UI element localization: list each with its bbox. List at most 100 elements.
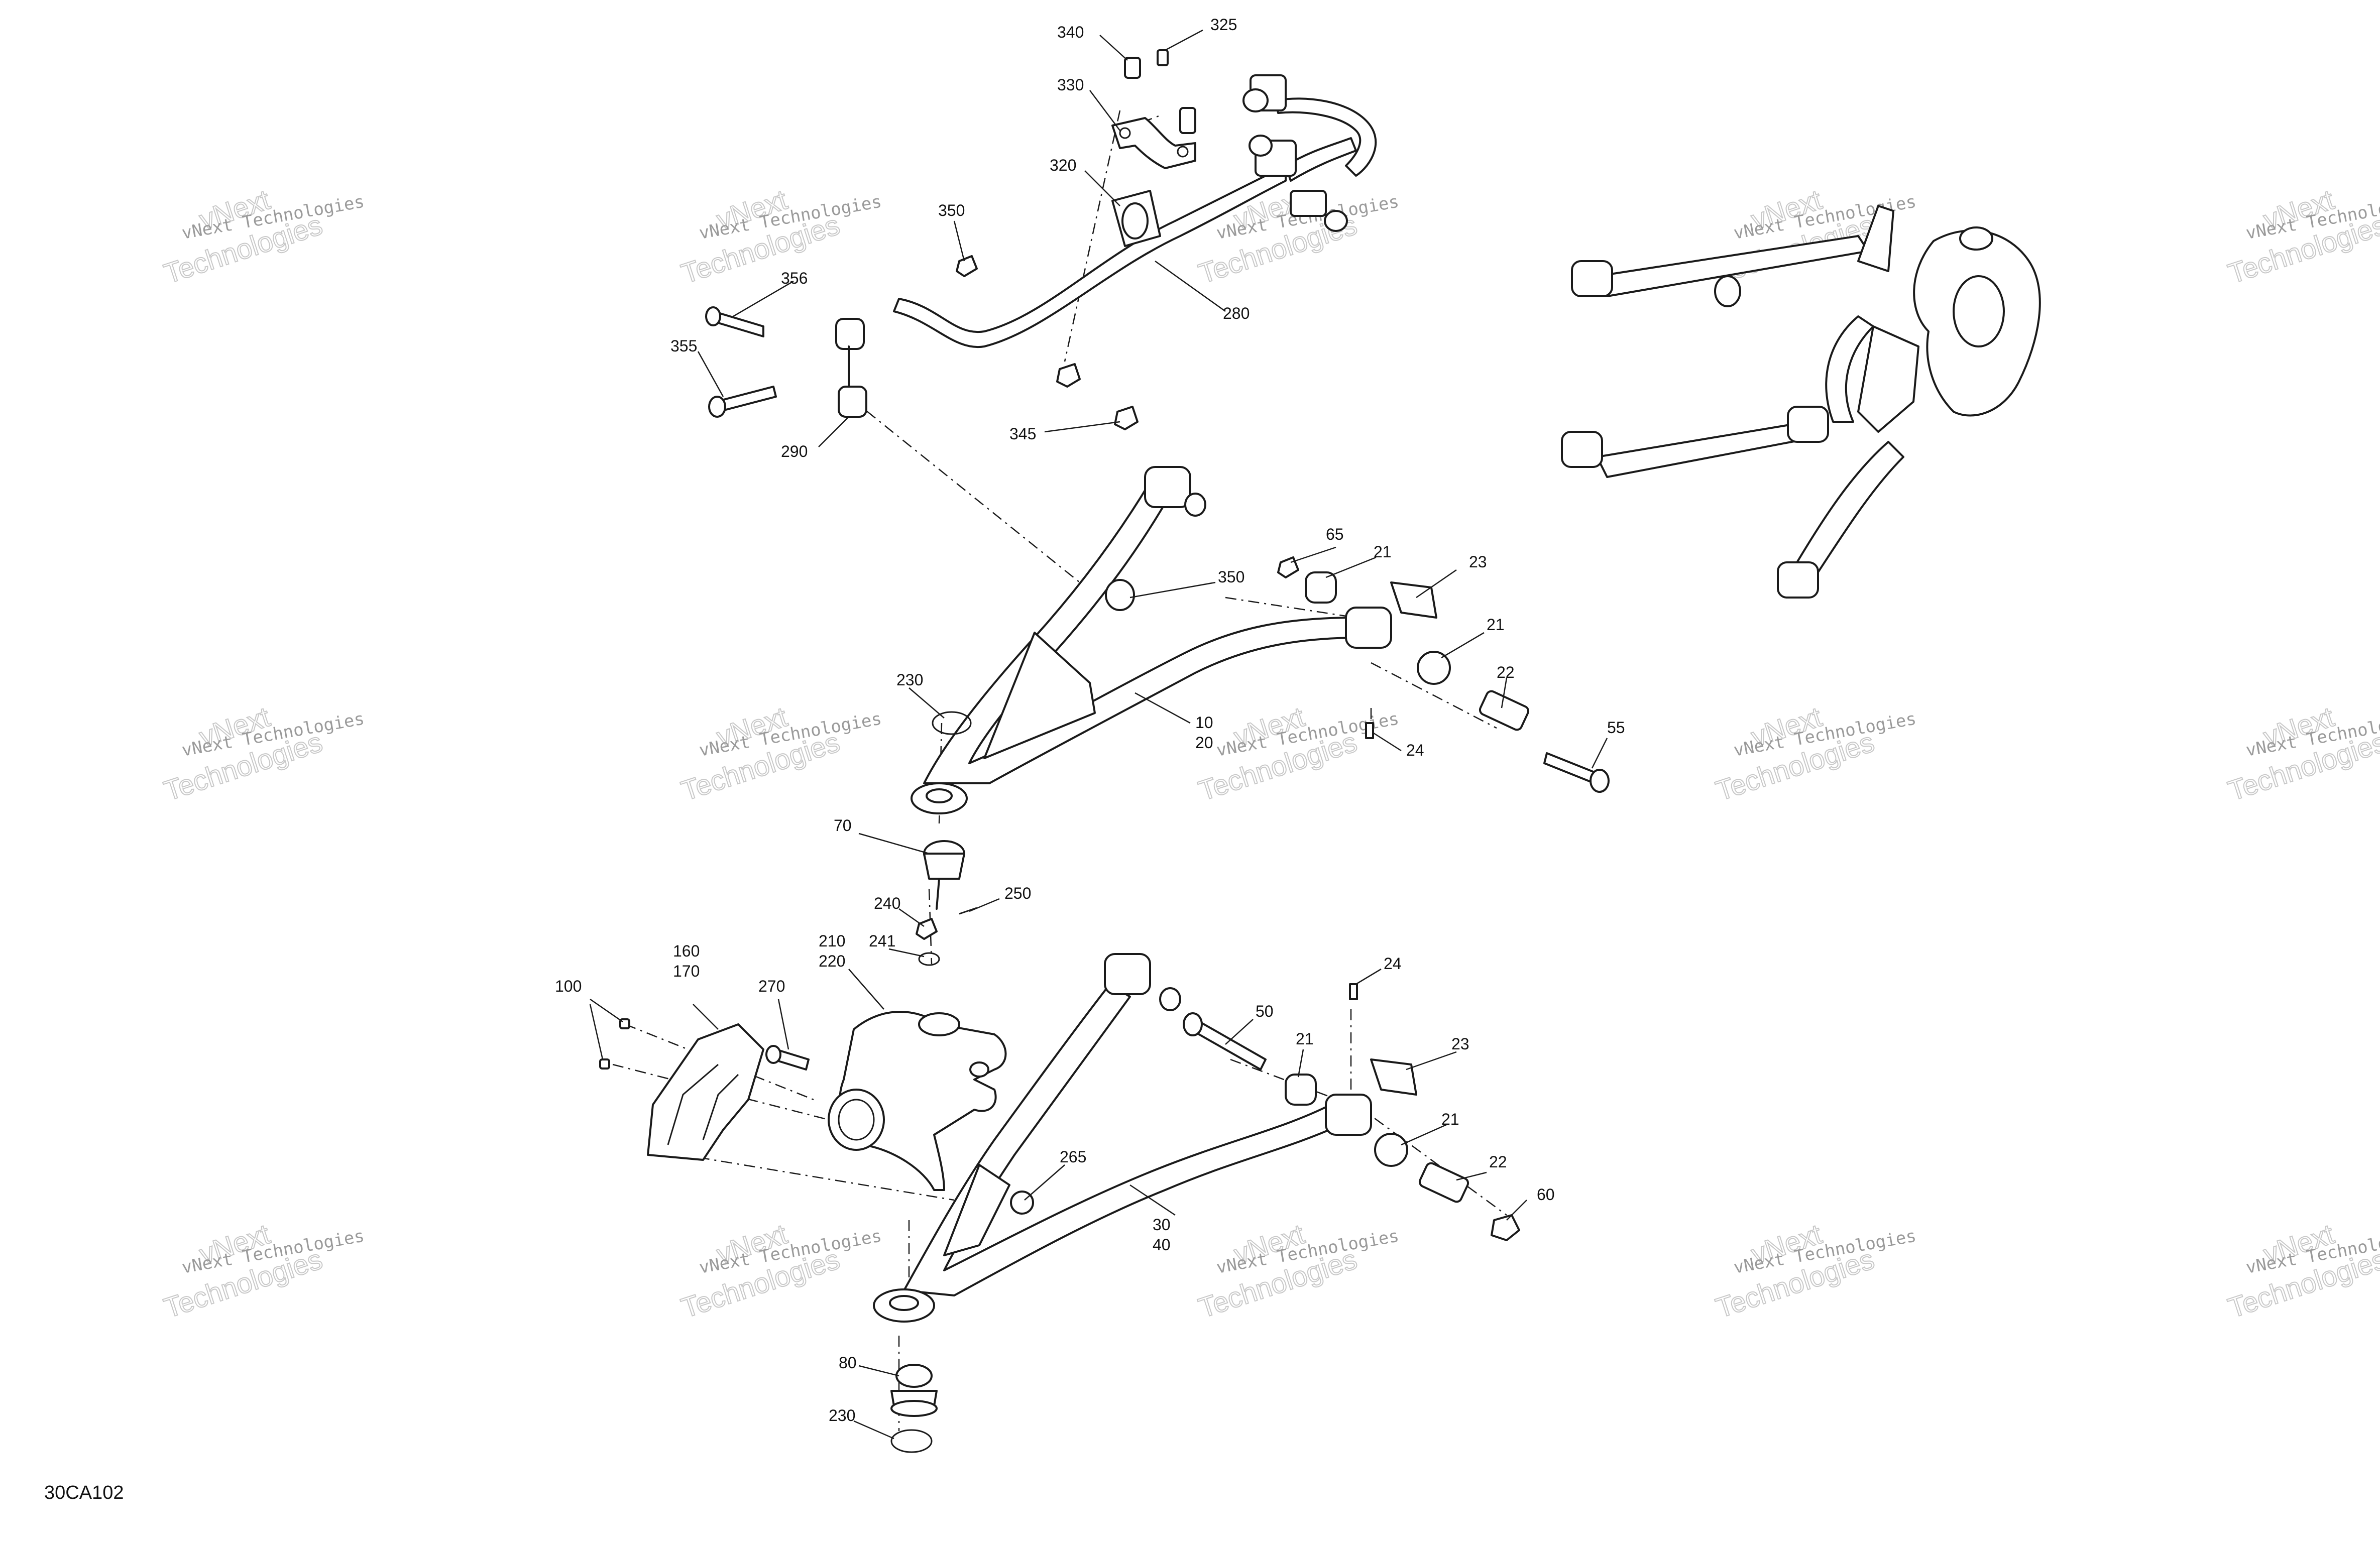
watermark: Technologies vNext vNext Technologies — [677, 700, 883, 807]
watermark: Technologies vNext vNext Technologies — [1194, 1217, 1401, 1324]
screw-icon — [599, 1058, 610, 1070]
end-link-top-eye — [835, 318, 865, 350]
callout-265: 265 — [1060, 1148, 1086, 1166]
callout-24b: 24 — [1384, 955, 1402, 973]
callout-350b: 350 — [1218, 568, 1244, 586]
bracket-23b — [1370, 1058, 1417, 1096]
lower-a-arm-assembly — [873, 953, 1520, 1453]
callout-30: 30 — [1153, 1216, 1171, 1234]
watermark: Technologies vNext vNext Technologies — [160, 1217, 366, 1324]
upper-a-arm-assembly — [911, 466, 1610, 966]
ball-joint-top — [895, 1364, 933, 1388]
tie-rod-boss — [969, 1061, 989, 1078]
nut-icon — [1277, 556, 1299, 578]
callout-170: 170 — [673, 962, 700, 980]
bolt-55 — [1543, 752, 1598, 784]
assembled-upper-arm-b — [1596, 421, 1819, 478]
end-link-bottom-eye — [838, 386, 867, 418]
assembled-nut — [1714, 275, 1741, 307]
sway-bar-assembly — [705, 49, 1377, 430]
callout-22: 22 — [1497, 663, 1515, 681]
callout-21: 21 — [1374, 543, 1392, 561]
callout-20: 20 — [1195, 734, 1213, 752]
bolt-head-icon — [1183, 1012, 1203, 1036]
skid-plate-rib — [667, 1063, 719, 1145]
hole-icon — [1177, 146, 1189, 158]
nut-icon — [1491, 1214, 1520, 1241]
drawing-reference: 30CA102 — [44, 1482, 124, 1503]
callout-24: 24 — [1406, 741, 1424, 759]
bushing-clamp — [1111, 117, 1196, 169]
watermark: Technologies vNext vNext Technologies — [1712, 1217, 1918, 1324]
knuckle-bore — [828, 1089, 885, 1151]
assembled-lower-arm — [1787, 441, 1904, 588]
lower-front-pivot — [1104, 953, 1151, 995]
watermark: Technologies vNext vNext Technologies — [160, 700, 366, 807]
callout-320: 320 — [1050, 156, 1076, 174]
sway-bar-bend — [1275, 97, 1377, 177]
assembled-knuckle-bore — [1953, 275, 2005, 347]
bushing-21 — [1305, 571, 1337, 604]
callout-330: 330 — [1057, 76, 1084, 94]
callout-240: 240 — [874, 894, 900, 912]
upper-a-arm — [923, 481, 1362, 784]
callout-100: 100 — [555, 977, 582, 995]
front-pivot — [1144, 466, 1191, 508]
ball-joint-bore — [926, 788, 953, 803]
sleeve-22b — [1418, 1162, 1469, 1203]
bolt-icon — [1179, 107, 1196, 134]
nut-icon — [916, 918, 938, 940]
bolt-icon — [1124, 57, 1141, 79]
callout-21b: 21 — [1487, 616, 1505, 634]
bolt-head-icon — [705, 306, 721, 326]
nut-icon — [1249, 135, 1273, 157]
lower-ball-joint-bore — [889, 1295, 919, 1311]
callout-160: 160 — [673, 942, 700, 960]
nut-icon — [956, 255, 978, 277]
callout-70: 70 — [834, 816, 852, 835]
bushing-21c — [1285, 1074, 1317, 1106]
callout-356: 356 — [781, 269, 808, 287]
callout-241: 241 — [869, 932, 895, 950]
assembled-pivot — [1787, 406, 1829, 443]
callout-290: 290 — [781, 442, 808, 460]
lower-a-arm-gusset — [943, 1164, 1010, 1256]
pivot-bushing — [1184, 493, 1206, 517]
callout-230: 230 — [896, 671, 923, 689]
callout-55: 55 — [1607, 719, 1625, 737]
callout-23b: 23 — [1451, 1035, 1469, 1053]
sway-bar-end — [1285, 137, 1357, 182]
callout-250: 250 — [1004, 884, 1031, 902]
callout-10: 10 — [1195, 714, 1213, 732]
assembled-strut — [1857, 205, 1894, 272]
watermark-layer: Technologies vNext vNext Technologies Te… — [160, 183, 2380, 1324]
bushing-21b — [1417, 651, 1451, 685]
callout-355: 355 — [670, 337, 697, 355]
callout-23: 23 — [1469, 553, 1487, 571]
assembled-view — [1561, 205, 2041, 599]
assembled-skid-plate — [1857, 325, 1919, 433]
watermark: Technologies vNext vNext Technologies — [1194, 700, 1401, 807]
callout-22b: 22 — [1489, 1153, 1507, 1171]
callout-270: 270 — [758, 977, 785, 995]
callout-65: 65 — [1326, 525, 1344, 543]
upper-a-arm-gusset — [983, 632, 1096, 759]
callout-21c: 21 — [1296, 1030, 1314, 1048]
bolt-head-icon — [765, 1045, 781, 1064]
callout-340: 340 — [1057, 23, 1084, 41]
lower-a-arm — [903, 983, 1342, 1296]
bolt-head-icon — [1590, 769, 1610, 793]
bolt-head-icon — [708, 396, 726, 418]
assembled-pivot — [1777, 561, 1819, 599]
callout-40: 40 — [1153, 1236, 1171, 1254]
callout-80: 80 — [839, 1354, 857, 1372]
circlip — [932, 711, 972, 735]
nut-icon — [1105, 579, 1135, 611]
knuckle-bore-inner — [838, 1099, 875, 1141]
callout-labels: 340 325 330 320 350 356 355 290 345 280 … — [555, 16, 1625, 1425]
callout-21d: 21 — [1441, 1110, 1459, 1128]
assembled-arm-tube — [1825, 315, 1874, 423]
watermark: Technologies vNext vNext Technologies — [677, 183, 883, 290]
knuckle-assembly — [599, 1011, 1007, 1191]
hole-icon — [1119, 127, 1131, 139]
